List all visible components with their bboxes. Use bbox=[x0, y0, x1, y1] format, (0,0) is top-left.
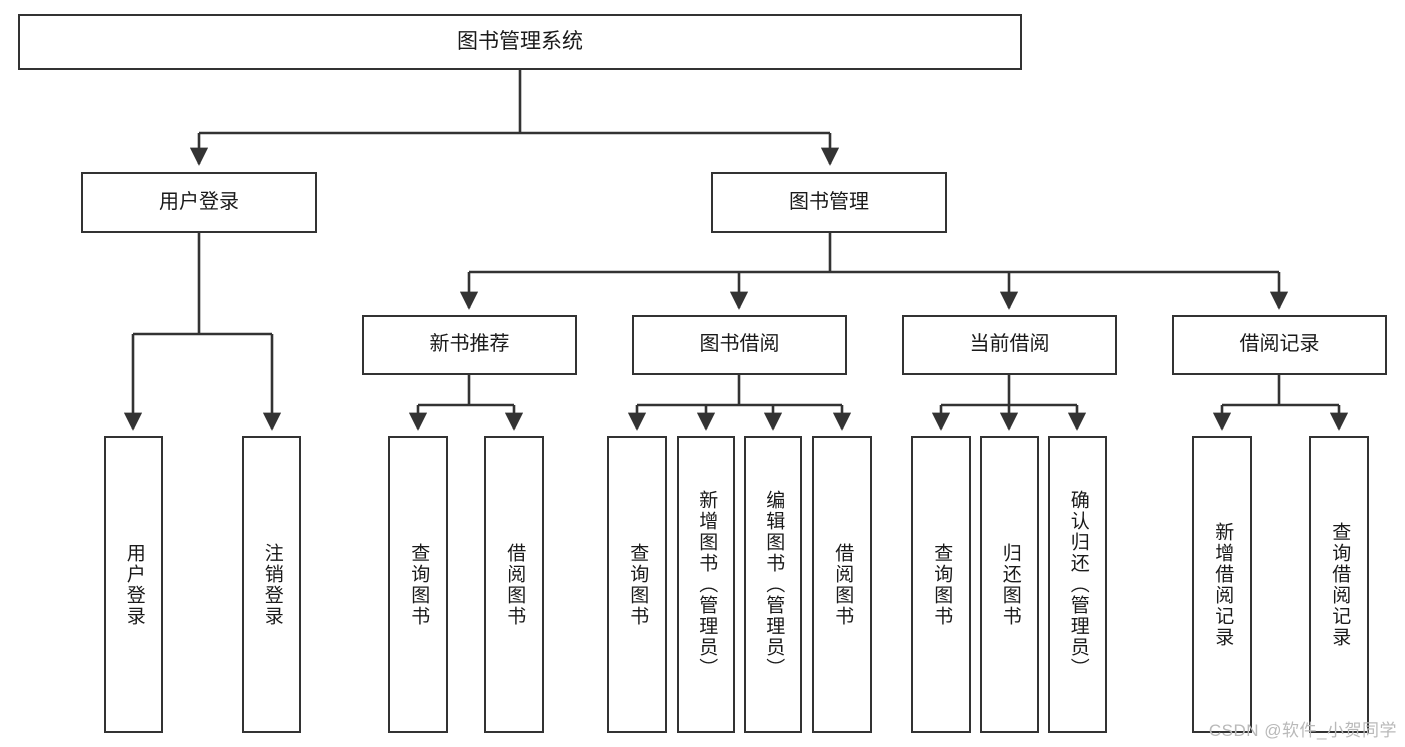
leaf-edit-book-admin-label: 编辑图书（管理员） bbox=[763, 490, 785, 679]
node-user-login-label: 用户登录 bbox=[159, 190, 239, 213]
leaf-add-book-admin[interactable]: 新增图书（管理员） bbox=[677, 436, 735, 733]
leaf-edit-book-admin[interactable]: 编辑图书（管理员） bbox=[744, 436, 802, 733]
node-root-label: 图书管理系统 bbox=[457, 29, 583, 53]
node-new-book-recommend[interactable]: 新书推荐 bbox=[362, 315, 577, 375]
node-borrow-record[interactable]: 借阅记录 bbox=[1172, 315, 1387, 375]
node-borrow-record-label: 借阅记录 bbox=[1239, 333, 1320, 356]
leaf-current-query-book-label: 查询图书 bbox=[931, 542, 953, 627]
node-user-login[interactable]: 用户登录 bbox=[81, 172, 317, 233]
watermark-text: CSDN @软件_小贺同学 bbox=[1208, 721, 1397, 740]
leaf-query-borrow-record-label: 查询借阅记录 bbox=[1329, 521, 1351, 648]
node-book-borrow[interactable]: 图书借阅 bbox=[632, 315, 847, 375]
leaf-user-login-label: 用户登录 bbox=[123, 542, 145, 627]
leaf-add-borrow-record-label: 新增借阅记录 bbox=[1212, 521, 1234, 648]
leaf-borrow-book[interactable]: 借阅图书 bbox=[812, 436, 872, 733]
leaf-new-book-borrow-book-label: 借阅图书 bbox=[504, 542, 526, 627]
node-new-book-recommend-label: 新书推荐 bbox=[429, 333, 510, 356]
leaf-borrow-query-book[interactable]: 查询图书 bbox=[607, 436, 667, 733]
node-current-borrow-label: 当前借阅 bbox=[969, 333, 1050, 356]
node-book-management-label: 图书管理 bbox=[789, 190, 869, 213]
leaf-new-book-borrow-book[interactable]: 借阅图书 bbox=[484, 436, 544, 733]
leaf-logout-label: 注销登录 bbox=[261, 542, 283, 627]
leaf-add-borrow-record[interactable]: 新增借阅记录 bbox=[1192, 436, 1252, 733]
leaf-return-book[interactable]: 归还图书 bbox=[980, 436, 1039, 733]
leaf-borrow-book-label: 借阅图书 bbox=[832, 542, 854, 627]
node-current-borrow[interactable]: 当前借阅 bbox=[902, 315, 1117, 375]
leaf-query-borrow-record[interactable]: 查询借阅记录 bbox=[1309, 436, 1369, 733]
leaf-user-login[interactable]: 用户登录 bbox=[104, 436, 163, 733]
node-book-management[interactable]: 图书管理 bbox=[711, 172, 947, 233]
leaf-return-book-label: 归还图书 bbox=[999, 542, 1021, 627]
leaf-add-book-admin-label: 新增图书（管理员） bbox=[696, 490, 718, 679]
leaf-new-book-query-book-label: 查询图书 bbox=[408, 542, 430, 627]
leaf-current-query-book[interactable]: 查询图书 bbox=[911, 436, 971, 733]
leaf-borrow-query-book-label: 查询图书 bbox=[627, 542, 649, 627]
leaf-logout[interactable]: 注销登录 bbox=[242, 436, 301, 733]
node-root[interactable]: 图书管理系统 bbox=[18, 14, 1022, 70]
leaf-confirm-return-admin-label: 确认归还（管理员） bbox=[1067, 490, 1089, 679]
leaf-new-book-query-book[interactable]: 查询图书 bbox=[388, 436, 448, 733]
leaf-confirm-return-admin[interactable]: 确认归还（管理员） bbox=[1048, 436, 1107, 733]
node-book-borrow-label: 图书借阅 bbox=[699, 333, 780, 356]
